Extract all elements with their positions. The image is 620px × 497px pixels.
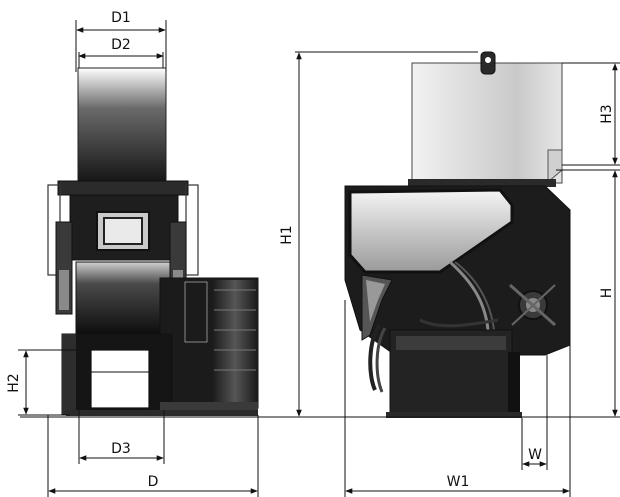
feed-chute — [348, 188, 514, 274]
label-d2: D2 — [111, 37, 131, 53]
dimension-lines — [18, 20, 620, 497]
label-h2: H2 — [6, 373, 22, 392]
label-h: H — [599, 288, 615, 299]
label-h1: H1 — [279, 225, 295, 244]
label-d: D — [148, 474, 159, 490]
label-d3: D3 — [111, 441, 131, 457]
label-w1: W1 — [447, 474, 470, 490]
label-h3: H3 — [599, 104, 615, 123]
front-rotor-drum — [75, 261, 171, 335]
side-view — [344, 51, 571, 418]
discharge-opening — [90, 349, 150, 409]
dimension-labels: D1 D2 D3 D H2 H1 H3 H W W1 — [6, 10, 615, 490]
front-hopper — [77, 67, 167, 184]
label-w: W — [528, 447, 542, 463]
front-view — [47, 67, 259, 416]
side-hopper — [411, 62, 563, 184]
label-d1: D1 — [111, 10, 131, 26]
